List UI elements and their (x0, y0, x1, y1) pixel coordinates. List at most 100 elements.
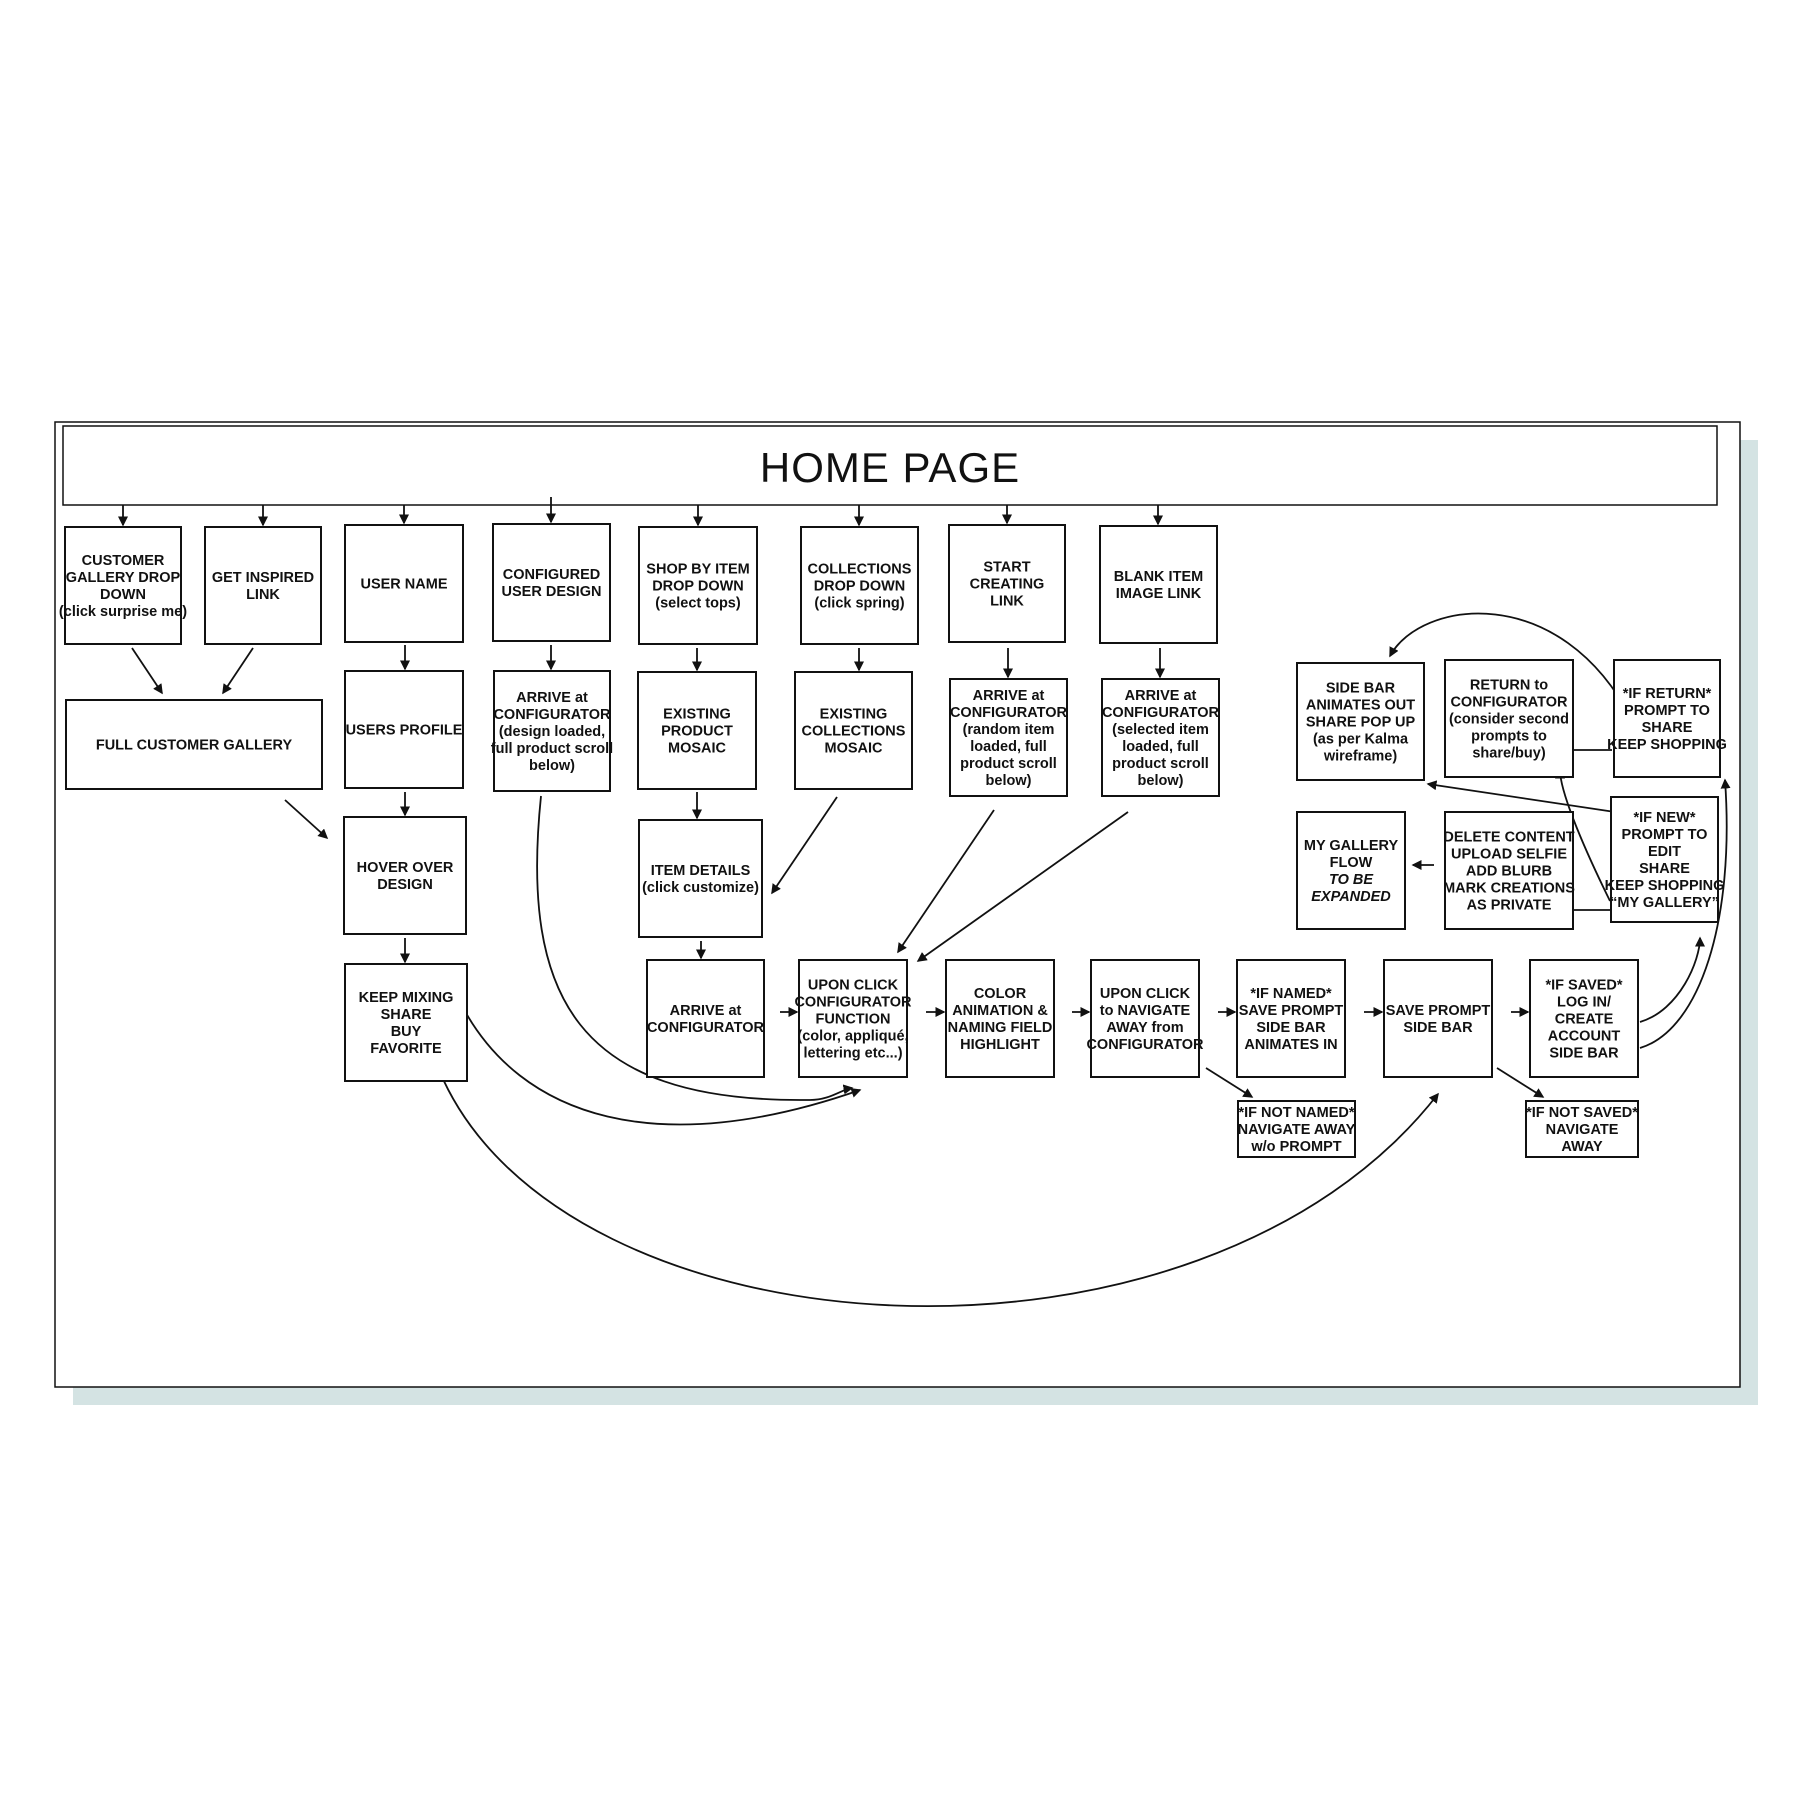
node-users-profile: USERS PROFILE (344, 670, 464, 789)
node-label-line: USER NAME (360, 577, 447, 593)
node-label-line: SIDE BAR (1256, 1020, 1326, 1036)
node-full-customer-gallery: FULL CUSTOMER GALLERY (65, 699, 323, 790)
node-user-name: USER NAME (344, 524, 464, 643)
node-label-line: MARK CREATIONS (1443, 881, 1575, 897)
node-label-line: SIDE BAR (1403, 1020, 1473, 1036)
connector-arrow (1639, 778, 1731, 1049)
node-label-line: DOWN (100, 587, 146, 603)
node-label-line: w/o PROMPT (1250, 1139, 1341, 1155)
node-label-line: COLLECTIONS (802, 724, 906, 740)
connector-arrow (1639, 936, 1705, 1023)
edges (118, 497, 1731, 1307)
node-label-line: product scroll (1112, 756, 1209, 772)
node-box (343, 816, 467, 935)
node-label-line: product scroll (960, 756, 1057, 772)
node-label-line: BUY (391, 1024, 422, 1040)
node-label-line: (design loaded, (499, 724, 605, 740)
home-page-header (62, 425, 1718, 506)
node-label-line: UPON CLICK (808, 978, 899, 994)
node-label-line: CONFIGURATOR (493, 707, 611, 723)
node-label-line: AWAY (1561, 1139, 1603, 1155)
node-label-line: DESIGN (377, 877, 433, 893)
node-label-line: *IF SAVED* (1545, 978, 1622, 994)
node-label-line: KEEP SHOPPING (1605, 878, 1725, 894)
node-label-line: DELETE CONTENT (1443, 830, 1574, 846)
connector-arrow (916, 811, 1129, 962)
node-label-line: ADD BLURB (1466, 864, 1552, 880)
connector-arrow (1496, 1067, 1545, 1098)
node-label-line: BLANK ITEM (1114, 569, 1203, 585)
node-label-line: (selected item (1112, 722, 1209, 738)
node-label-line: START (983, 560, 1030, 576)
node-label-line: ARRIVE at (670, 1003, 742, 1019)
node-box (344, 524, 464, 643)
node-label-line: GET INSPIRED (212, 570, 314, 586)
node-box (800, 526, 919, 645)
node-label-line: ARRIVE at (516, 690, 588, 706)
node-label-line: SHOP BY ITEM (646, 562, 749, 578)
node-label-line: DROP DOWN (652, 579, 744, 595)
node-label-line: *IF NEW* (1633, 810, 1695, 826)
node-label-line: COLLECTIONS (808, 562, 912, 578)
node-label-line: SIDE BAR (1326, 681, 1396, 697)
node-box (1296, 662, 1425, 781)
node-label-line: SHARE (381, 1007, 432, 1023)
node-label-line: PROMPT TO (1622, 827, 1708, 843)
node-label-line: UPON CLICK (1100, 986, 1191, 1002)
node-box (1383, 959, 1493, 1078)
node-box (949, 678, 1068, 797)
node-box (344, 963, 468, 1082)
node-label-line: below) (1138, 773, 1184, 789)
node-label-line: (click customize) (642, 880, 759, 896)
node-label-line: share/buy) (1472, 746, 1545, 762)
node-label-line: AS PRIVATE (1467, 898, 1552, 914)
node-label-line: SHARE (1642, 720, 1693, 736)
node-label-line: LOG IN/ (1557, 995, 1611, 1011)
node-box (64, 526, 182, 645)
connector-arrow (1389, 612, 1633, 721)
node-label-line: FULL CUSTOMER GALLERY (96, 738, 293, 754)
node-label-line: (click surprise me) (59, 604, 187, 620)
connector-arrow (1426, 780, 1636, 816)
connector-arrow (771, 796, 838, 895)
node-label-line: ANIMATION & (952, 1003, 1048, 1019)
node-label-line: NAVIGATE (1546, 1122, 1619, 1138)
node-label-line: (as per Kalma (1313, 732, 1409, 748)
node-label-line: TO BE (1329, 872, 1374, 888)
node-label-line: loaded, full (970, 739, 1047, 755)
node-label-line: IMAGE LINK (1116, 586, 1202, 602)
node-label-line: (click spring) (814, 596, 904, 612)
node-label-line: CONFIGURED (503, 567, 600, 583)
node-label-line: (random item (963, 722, 1055, 738)
connector-arrow (897, 809, 995, 954)
node-label-line: CONFIGURATOR (794, 995, 912, 1011)
node-label-line: SHARE POP UP (1306, 715, 1416, 731)
node-label-line: EXISTING (663, 707, 731, 723)
node-label-line: ARRIVE at (973, 688, 1045, 704)
connector-arrow (131, 647, 163, 695)
node-label-line: USER DESIGN (502, 584, 602, 600)
node-label-line: (select tops) (655, 596, 741, 612)
node-label-line: SAVE PROMPT (1386, 1003, 1491, 1019)
node-label-line: KEEP MIXING (359, 990, 454, 1006)
node-label-line: AWAY from (1106, 1020, 1183, 1036)
node-label-line: COLOR (974, 986, 1027, 1002)
node-label-line: *IF NOT NAMED* (1239, 1105, 1355, 1121)
node-box (798, 959, 908, 1078)
node-label-line: SAVE PROMPT (1239, 1003, 1344, 1019)
node-label-line: PRODUCT (661, 724, 733, 740)
connector-arrow (459, 1001, 862, 1126)
